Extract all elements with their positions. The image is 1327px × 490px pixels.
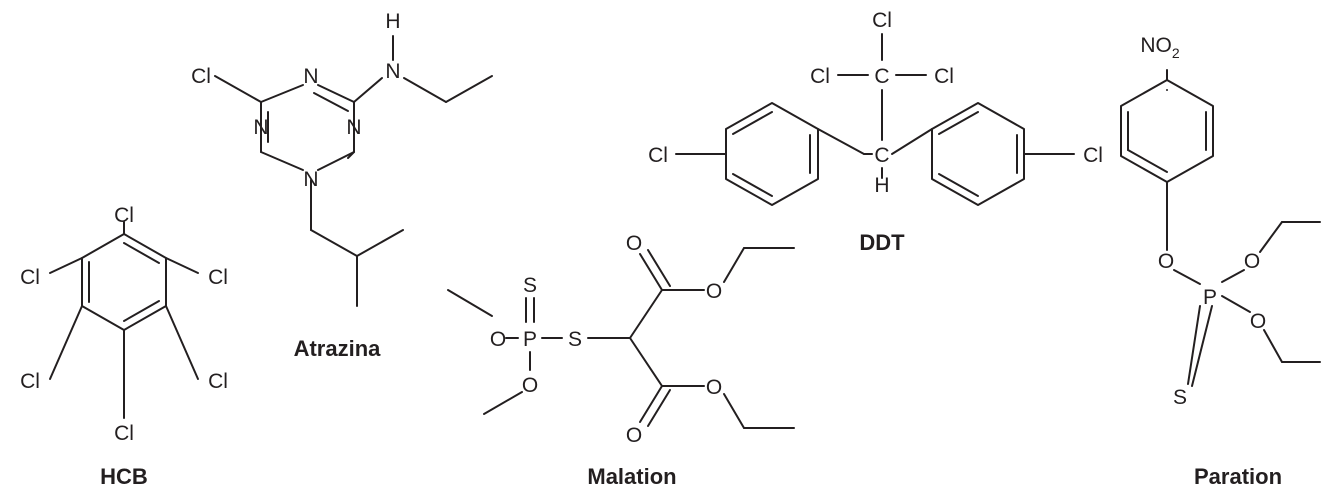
- malation-o-carbonyl-top: O: [626, 232, 642, 255]
- malation-s-thio: S: [568, 328, 582, 351]
- paration-p: P: [1203, 286, 1217, 309]
- ddt-cl-right: Cl: [934, 65, 954, 88]
- paration-o-ester-top: O: [1244, 250, 1260, 273]
- ddt-c-upper: C: [874, 65, 889, 88]
- atrazina-structure: Cl N N N N N H Atrazina: [191, 10, 493, 361]
- ddt-cl-left: Cl: [810, 65, 830, 88]
- paration-o-aryl: O: [1158, 250, 1174, 273]
- hcb-structure: Cl Cl Cl Cl Cl Cl HCB: [20, 204, 228, 489]
- hcb-cl-bottom: Cl: [114, 422, 134, 445]
- malation-label: Malation: [587, 464, 676, 489]
- ddt-bonds: [675, 33, 1075, 206]
- malation-o-carbonyl-bottom: O: [626, 424, 642, 447]
- malation-p: P: [523, 328, 537, 351]
- ddt-h: H: [874, 174, 889, 197]
- atrazina-n-bottom: N: [303, 168, 318, 191]
- ddt-label: DDT: [859, 230, 905, 255]
- paration-no-subscript: 2: [1172, 45, 1180, 61]
- atrazina-h: H: [385, 10, 400, 33]
- malation-o-left: O: [490, 328, 506, 351]
- malation-s-thiono: S: [523, 274, 537, 297]
- paration-label: Paration: [1194, 464, 1282, 489]
- hcb-cl-left-top: Cl: [20, 266, 40, 289]
- ddt-cl-left-ring: Cl: [648, 144, 668, 167]
- malation-bonds: [447, 247, 795, 429]
- atrazina-n-amine: N: [385, 60, 400, 83]
- atrazina-n-right: N: [346, 116, 361, 139]
- ddt-c-central: C: [874, 144, 889, 167]
- malation-o-ester-bottom: O: [706, 376, 722, 399]
- malation-structure: S O P S O O O O O Malation: [447, 232, 795, 489]
- ddt-cl-right-ring: Cl: [1083, 144, 1103, 167]
- paration-no2: NO2: [1140, 34, 1180, 61]
- ddt-cl-top: Cl: [872, 9, 892, 32]
- paration-s: S: [1173, 386, 1187, 409]
- paration-o-ester-bottom: O: [1250, 310, 1266, 333]
- atrazina-cl: Cl: [191, 65, 211, 88]
- malation-o-ester-top: O: [706, 280, 722, 303]
- malation-o-bottom: O: [522, 374, 538, 397]
- hcb-cl-top: Cl: [114, 204, 134, 227]
- atrazina-n-left: N: [253, 116, 268, 139]
- hcb-bonds: [49, 221, 199, 419]
- paration-bonds: [1120, 69, 1321, 387]
- atrazina-bonds: [214, 35, 493, 307]
- hcb-cl-right-bottom: Cl: [208, 370, 228, 393]
- ddt-structure: Cl Cl Cl C C H Cl Cl DDT: [648, 9, 1103, 255]
- atrazina-n-top: N: [303, 65, 318, 88]
- atrazina-label: Atrazina: [294, 336, 382, 361]
- paration-no: NO: [1140, 34, 1172, 57]
- hcb-cl-right-top: Cl: [208, 266, 228, 289]
- hcb-cl-left-bottom: Cl: [20, 370, 40, 393]
- paration-structure: NO2 O P O O S Paration: [1120, 34, 1321, 489]
- hcb-label: HCB: [100, 464, 148, 489]
